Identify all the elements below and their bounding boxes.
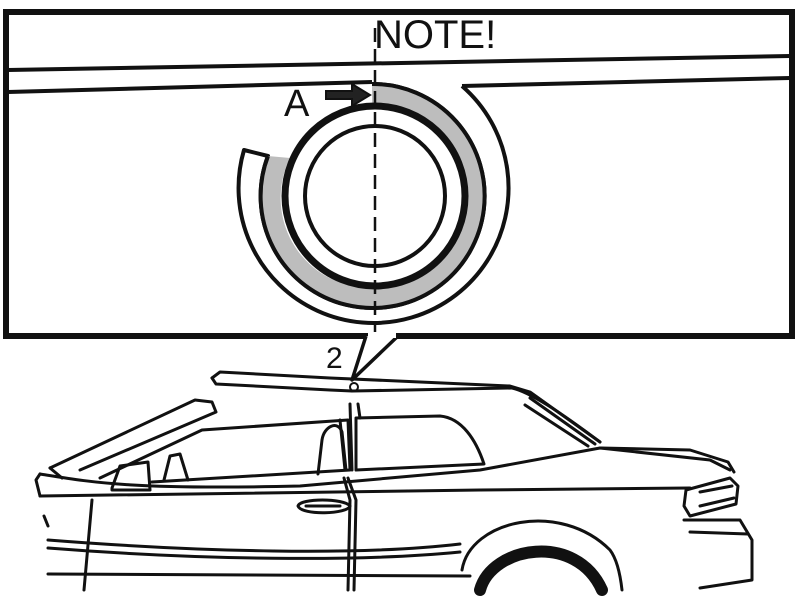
trunk-deck: [598, 446, 736, 474]
windshield-frame: [48, 398, 218, 472]
note-label: NOTE!: [374, 13, 496, 57]
arrow-a: [325, 82, 372, 108]
car-illustration: [34, 370, 754, 596]
rear-tire: [474, 545, 608, 596]
body-side-upper: [38, 486, 692, 498]
seat: [316, 424, 348, 476]
wheel-arch: [460, 519, 624, 592]
front-window: [98, 418, 352, 484]
callout-pointer: [350, 334, 400, 382]
callout-a-label: A: [284, 83, 310, 125]
highlighted-band-outline: [258, 81, 487, 310]
tail-light: [682, 476, 740, 518]
door-rear-edge: [346, 476, 358, 592]
side-mirror: [110, 460, 152, 492]
rocker-line: [46, 572, 472, 578]
callout-2-label: 2: [326, 342, 343, 375]
roof-edge-lower-line-right: [461, 76, 791, 88]
door-front-edge: [82, 498, 94, 592]
body-beltline: [38, 446, 732, 489]
body-side-molding: [46, 538, 462, 553]
rear-bumper: [682, 518, 754, 590]
roof-edge-upper-line: [7, 54, 791, 72]
rear-window: [354, 414, 486, 472]
rear-roof: [510, 386, 602, 444]
detail-inset: NOTE! A: [3, 9, 795, 345]
door-handle: [296, 498, 352, 515]
roof-edge-lower-line-left: [7, 80, 373, 94]
